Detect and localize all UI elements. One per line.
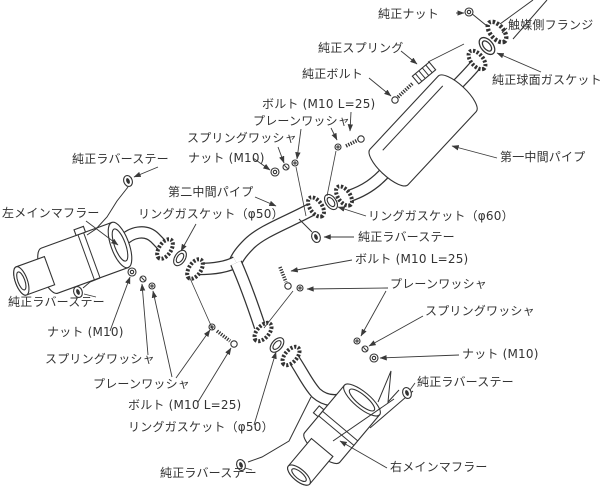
label-nut-m10-top: ナット (M10): [188, 151, 265, 165]
label-spring-washer-left: スプリングワッシャ: [45, 352, 155, 366]
spring-washer-icon: [361, 345, 369, 353]
hanger-tab: [73, 225, 87, 237]
nut-icon: [464, 7, 474, 17]
hanger-tab: [312, 405, 325, 418]
plain-washer-icon: [353, 337, 361, 345]
plain-washer-icon: [334, 143, 342, 151]
label-plain-washer-left: プレーンワッシャ: [93, 377, 190, 391]
label-junsei-rubber-stay-4: 純正ラバーステー: [8, 295, 105, 309]
label-catalyst-side-flange: 触媒側フランジ: [508, 18, 593, 32]
labels: 純正ナット 触媒側フランジ 純正スプリング 純正ボルト 純正球面ガスケット ボル…: [2, 7, 600, 480]
label-second-intermediate-pipe: 第二中間パイプ: [168, 184, 253, 199]
hanger-rod: [332, 398, 395, 442]
plain-washer-icon: [148, 282, 156, 290]
label-bolt-m10-top: ボルト (M10 L=25): [262, 97, 375, 111]
label-spring-washer-right: スプリングワッシャ: [425, 304, 535, 318]
bolt-icon: [345, 135, 365, 148]
label-plain-washer-top: プレーンワッシャ: [253, 114, 350, 128]
label-junsei-rubber-stay-2: 純正ラバーステー: [358, 230, 455, 244]
stud-bolt: [470, 12, 488, 27]
label-junsei-bolt: 純正ボルト: [302, 67, 363, 81]
label-left-main-muffler: 左メインマフラー: [2, 205, 100, 220]
right-main-muffler-body: [287, 383, 381, 486]
y-right-branch: [230, 260, 266, 329]
label-ring-gasket-50-right: リングガスケット（φ50）: [128, 420, 274, 434]
nut-icon: [369, 353, 379, 363]
connector-lines: [188, 43, 465, 331]
ring-gasket-50-icon: [266, 334, 288, 356]
first-intermediate-pipe-resonator: [368, 74, 478, 187]
label-bolt-m10-right: ボルト (M10 L=25): [355, 252, 468, 266]
plain-washer-icon: [291, 159, 299, 167]
rubber-mount-icon: [309, 229, 323, 245]
label-junsei-nut: 純正ナット: [378, 7, 439, 21]
nut-icon: [127, 267, 137, 277]
bolt-icon: [278, 266, 292, 290]
label-junsei-spherical-gasket: 純正球面ガスケット: [492, 73, 600, 87]
spring-washer-icon: [139, 275, 147, 283]
label-junsei-rubber-stay-3: 純正ラバーステー: [417, 375, 514, 389]
label-nut-m10-left: ナット (M10): [47, 325, 124, 339]
spring-icon: [411, 61, 437, 85]
label-spring-washer-top: スプリングワッシャ: [187, 131, 297, 145]
hanger-rod: [86, 186, 129, 236]
label-junsei-rubber-stay-1: 純正ラバーステー: [72, 152, 169, 166]
hanger-rod: [298, 218, 313, 233]
hanger-rod: [82, 277, 101, 289]
left-main-muffler-body: [13, 221, 133, 296]
label-right-main-muffler: 右メインマフラー: [390, 459, 488, 474]
label-ring-gasket-50-left: リングガスケット（φ50）: [138, 207, 284, 221]
nut-icon: [270, 167, 280, 177]
second-intermediate-pipe-body: [228, 202, 316, 266]
plain-washer-icon: [296, 284, 304, 292]
hanger-rod: [247, 396, 312, 463]
label-junsei-rubber-stay-5: 純正ラバーステー: [160, 466, 257, 480]
leader-lines: [83, 10, 542, 471]
hanger-rod: [377, 370, 400, 404]
catalyst-pipe: [470, 0, 548, 40]
bolt-icon: [391, 81, 415, 104]
ring-gasket-50-icon: [170, 247, 190, 269]
spring-washer-icon: [282, 163, 290, 171]
label-ring-gasket-60: リングガスケット（φ60）: [368, 209, 514, 223]
label-plain-washer-right: プレーンワッシャ: [390, 277, 487, 291]
label-bolt-m10-left: ボルト (M10 L=25): [128, 398, 241, 412]
bolt-icon: [215, 329, 238, 348]
label-nut-m10-right: ナット (M10): [462, 347, 539, 361]
label-junsei-spring: 純正スプリング: [318, 41, 403, 55]
rubber-mount-icon: [121, 173, 135, 189]
label-first-intermediate-pipe: 第一中間パイプ: [500, 149, 585, 164]
